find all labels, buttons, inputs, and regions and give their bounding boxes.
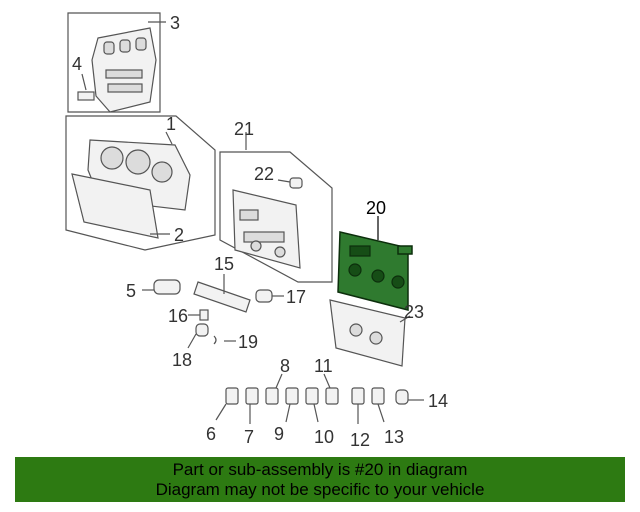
spring-part-19 <box>213 335 217 345</box>
climate-connector <box>397 245 413 255</box>
climate-knob-right <box>391 275 405 289</box>
climate-old-knob-b <box>274 246 286 258</box>
callout-13: 13 <box>384 427 404 447</box>
button-part-12 <box>351 387 365 405</box>
leader-18 <box>187 333 197 349</box>
group-frame-top <box>67 12 161 113</box>
leader-22 <box>277 179 291 183</box>
climate-bezel <box>329 299 406 367</box>
callout-1: 1 <box>166 114 176 134</box>
knob-part-17 <box>255 289 273 303</box>
dash-bezel-group <box>67 12 166 113</box>
callout-22: 22 <box>254 164 274 184</box>
knob-part-22 <box>289 177 303 189</box>
callout-17: 17 <box>286 287 306 307</box>
callout-6: 6 <box>206 424 216 444</box>
bulb-part-18 <box>195 323 209 337</box>
climate-old-display <box>239 209 259 221</box>
callout-10: 10 <box>314 427 334 447</box>
climate-control-old <box>232 189 301 269</box>
climate-knob-left <box>348 263 362 277</box>
switch-part-5 <box>153 279 181 295</box>
callout-20: 20 <box>366 198 386 218</box>
callout-8: 8 <box>280 356 290 376</box>
bezel-knob-left <box>103 41 115 55</box>
button-part-13 <box>371 387 385 405</box>
climate-old-buttons <box>243 231 285 243</box>
climate-knob-mid <box>371 269 385 283</box>
callout-14: 14 <box>428 391 448 411</box>
banner-line-1: Part or sub-assembly is #20 in diagram <box>172 460 468 479</box>
switch-part-4 <box>77 91 95 101</box>
gauge-center <box>125 149 151 175</box>
bezel-knob-right <box>135 37 147 51</box>
button-part-10 <box>305 387 319 405</box>
callout-3: 3 <box>170 13 180 33</box>
button-part-11 <box>325 387 339 405</box>
callout-15: 15 <box>214 254 234 274</box>
bezel-23-knob-b <box>369 331 383 345</box>
climate-control-part-20[interactable] <box>337 216 413 311</box>
bezel-knob-mid <box>119 39 131 53</box>
leader-13 <box>377 403 385 423</box>
button-part-7 <box>245 387 259 405</box>
callout-5: 5 <box>126 281 136 301</box>
button-row-group <box>215 373 424 424</box>
banner-line-2: Diagram may not be specific to your vehi… <box>155 480 485 499</box>
info-banner: Part or sub-assembly is #20 in diagram D… <box>15 457 625 502</box>
gauge-left <box>100 146 124 170</box>
leader-11 <box>323 373 331 389</box>
gauge-right <box>151 161 173 183</box>
instrument-cluster-group <box>65 115 216 251</box>
callout-7: 7 <box>244 427 254 447</box>
climate-control-group <box>219 132 333 283</box>
button-part-8 <box>265 387 279 405</box>
callout-21: 21 <box>234 119 254 139</box>
leader-8 <box>275 373 283 389</box>
switch-panel-15 <box>193 281 251 313</box>
leader-9 <box>285 403 291 423</box>
callout-16: 16 <box>168 306 188 326</box>
callout-9: 9 <box>274 424 284 444</box>
clip-part-16 <box>199 309 209 321</box>
leader-4 <box>81 73 87 91</box>
leader-1 <box>165 131 173 145</box>
leader-6 <box>215 403 227 421</box>
bezel-23-knob-a <box>349 323 363 337</box>
callout-23: 23 <box>404 302 424 322</box>
callout-18: 18 <box>172 350 192 370</box>
bezel-slot-upper <box>105 69 143 79</box>
small-parts-group <box>142 274 284 349</box>
climate-bezel-group <box>329 299 411 367</box>
callout-2: 2 <box>174 225 184 245</box>
button-part-14 <box>395 389 409 405</box>
leader-10 <box>313 403 319 423</box>
button-part-6 <box>225 387 239 405</box>
callout-19: 19 <box>238 332 258 352</box>
callout-12: 12 <box>350 430 370 450</box>
callout-11: 11 <box>314 356 333 376</box>
cluster-lens <box>71 173 159 239</box>
climate-display <box>349 245 371 257</box>
group-frame-cluster <box>65 115 216 251</box>
group-frame-climate <box>219 151 333 283</box>
parts-diagram: 3 4 1 2 21 22 20 <box>65 12 448 450</box>
callout-4: 4 <box>72 54 82 74</box>
climate-old-knob-a <box>250 240 262 252</box>
leader-23 <box>399 315 411 323</box>
bezel-slot-lower <box>107 83 143 93</box>
button-part-9 <box>285 387 299 405</box>
